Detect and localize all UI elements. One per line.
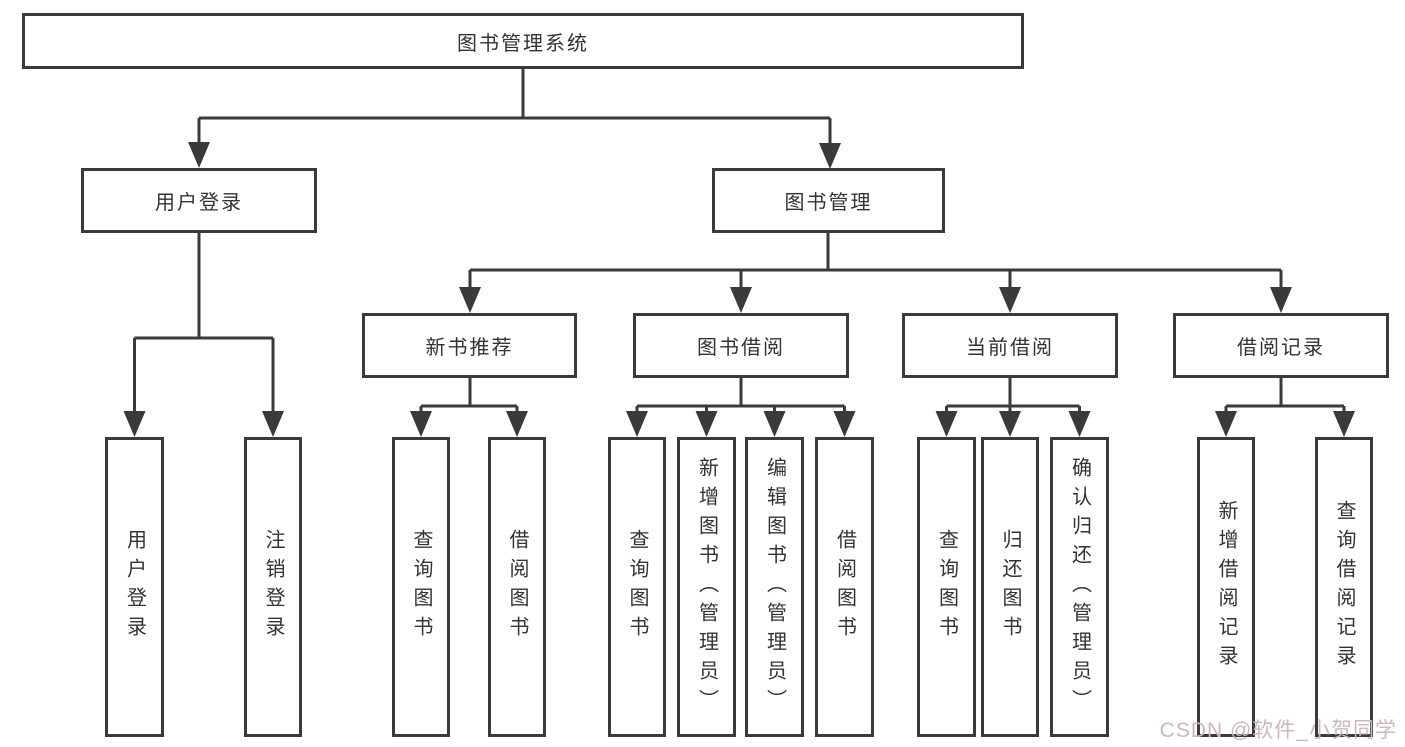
- csdn-watermark: CSDN @软件_小贺同学: [1159, 719, 1397, 742]
- node-book-borrowing: 图书借阅: [633, 313, 849, 378]
- node-leaf-return-book-label: 归还图书: [999, 529, 1021, 645]
- node-user-login: 用户登录: [81, 168, 317, 233]
- node-library-system-label: 图书管理系统: [457, 32, 589, 55]
- node-leaf-query-books-current-label: 查询图书: [935, 529, 958, 645]
- node-borrowing-records: 借阅记录: [1173, 313, 1389, 378]
- node-current-borrowing: 当前借阅: [902, 313, 1118, 378]
- node-leaf-return-book: 归还图书: [981, 437, 1039, 737]
- node-leaf-query-books-recommend: 查询图书: [392, 437, 450, 737]
- node-library-system: 图书管理系统: [22, 13, 1024, 69]
- node-leaf-borrow-book-label: 借阅图书: [833, 529, 856, 645]
- node-leaf-borrow-books-recommend-label: 借阅图书: [506, 529, 528, 645]
- node-leaf-edit-book-admin: 编辑图书（管理员）: [745, 437, 804, 737]
- node-book-management: 图书管理: [712, 168, 945, 233]
- node-leaf-query-books-recommend-label: 查询图书: [410, 529, 432, 645]
- node-current-borrowing-label: 当前借阅: [966, 337, 1054, 359]
- node-borrowing-records-label: 借阅记录: [1237, 337, 1325, 359]
- node-leaf-logout-label: 注销登录: [262, 529, 284, 645]
- node-leaf-user-login-label: 用户登录: [123, 529, 146, 645]
- node-leaf-edit-book-admin-label: 编辑图书（管理员）: [763, 456, 786, 718]
- node-leaf-add-borrow-record: 新增借阅记录: [1197, 437, 1255, 737]
- node-leaf-user-login: 用户登录: [105, 437, 164, 737]
- node-leaf-add-borrow-record-label: 新增借阅记录: [1215, 500, 1237, 674]
- node-user-login-label: 用户登录: [155, 192, 243, 214]
- node-book-management-label: 图书管理: [784, 192, 873, 214]
- node-leaf-add-book-admin-label: 新增图书（管理员）: [695, 456, 718, 718]
- node-leaf-confirm-return-admin: 确认归还（管理员）: [1050, 437, 1109, 737]
- node-leaf-confirm-return-admin-label: 确认归还（管理员）: [1068, 456, 1091, 718]
- node-leaf-add-book-admin: 新增图书（管理员）: [677, 437, 736, 737]
- node-leaf-logout: 注销登录: [244, 437, 302, 737]
- node-leaf-query-books-borrow-label: 查询图书: [626, 529, 648, 645]
- node-leaf-query-books-current: 查询图书: [917, 437, 976, 737]
- node-leaf-borrow-books-recommend: 借阅图书: [488, 437, 546, 737]
- node-new-book-recommend: 新书推荐: [362, 313, 577, 378]
- node-book-borrowing-label: 图书借阅: [697, 337, 785, 359]
- node-leaf-query-borrow-record-label: 查询借阅记录: [1333, 500, 1355, 674]
- node-new-book-recommend-label: 新书推荐: [425, 337, 514, 359]
- node-leaf-query-books-borrow: 查询图书: [608, 437, 666, 737]
- node-leaf-borrow-book: 借阅图书: [815, 437, 874, 737]
- node-leaf-query-borrow-record: 查询借阅记录: [1315, 437, 1373, 737]
